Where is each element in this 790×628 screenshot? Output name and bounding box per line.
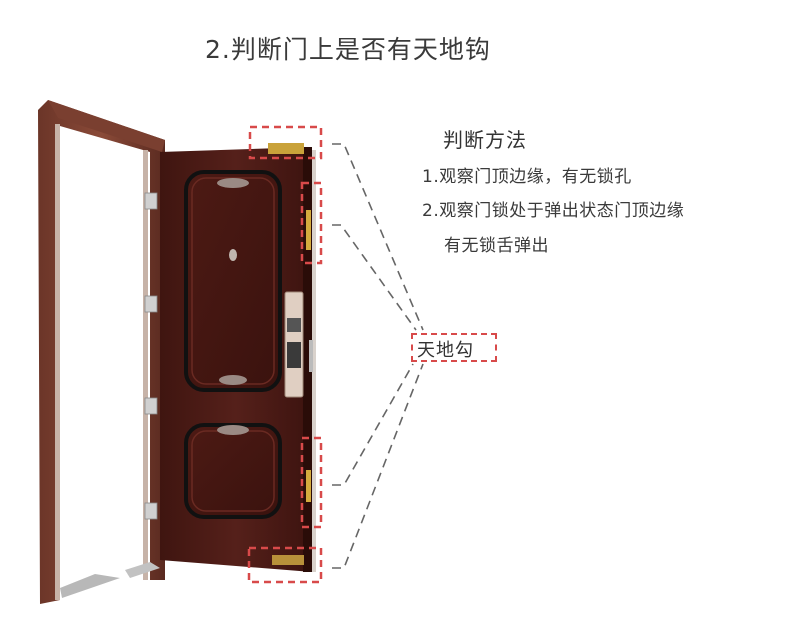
door-leaf	[160, 143, 316, 572]
method-title: 判断方法	[443, 128, 527, 152]
method-step-2: 2.观察门锁处于弹出状态门顶边缘	[422, 201, 685, 221]
method-step-2-continued: 有无锁舌弹出	[444, 236, 549, 256]
callout-box	[411, 333, 497, 362]
page-title: 2.判断门上是否有天地钩	[205, 35, 491, 64]
lock-handle	[284, 291, 313, 398]
leader-lines	[332, 143, 424, 569]
highlight-boxes	[247, 125, 323, 584]
door-frame	[38, 100, 165, 604]
callout-label: 天地勾	[417, 340, 474, 361]
method-step-1: 1.观察门顶边缘，有无锁孔	[422, 167, 632, 187]
